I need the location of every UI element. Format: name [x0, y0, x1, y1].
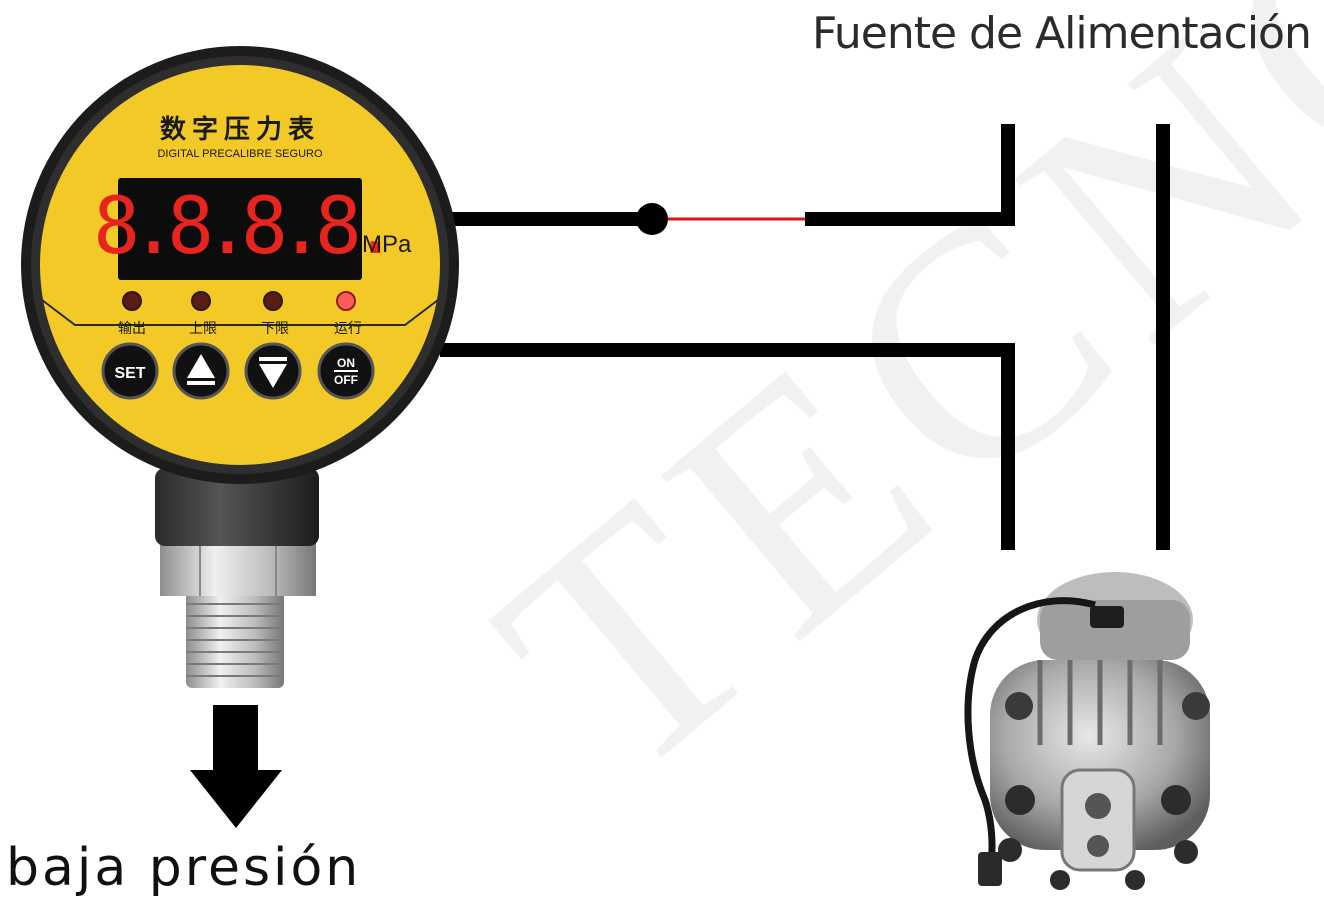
gauge-neck [155, 468, 319, 546]
unit-label: MPa [362, 231, 412, 258]
indicator-label-upper: 上限 [189, 321, 217, 337]
led-run-icon [336, 291, 356, 311]
wire-junction [636, 203, 668, 235]
led-upper-limit-icon [191, 291, 211, 311]
indicator-label-run: 运行 [334, 321, 362, 337]
display-window [118, 178, 362, 280]
led-lower-limit-icon [263, 291, 283, 311]
wire-top-right [805, 124, 1015, 226]
wiring [440, 124, 1170, 550]
pressure-gauge [21, 46, 459, 688]
indicator-label-lower: 下限 [261, 321, 289, 337]
display-readout: 8.8.8.8. [93, 182, 389, 272]
indicator-label-output: 输出 [118, 321, 146, 337]
wire-bottom [440, 343, 1015, 550]
power-supply-label: Fuente de Alimentación [812, 8, 1312, 59]
set-button-label: SET [114, 365, 145, 382]
led-output-icon [122, 291, 142, 311]
off-label: OFF [334, 373, 358, 387]
gauge-title: 数字压力表 [160, 114, 320, 145]
low-pressure-label: baja presión [6, 838, 362, 898]
down-arrow-icon [259, 364, 287, 388]
set-button[interactable] [101, 342, 159, 400]
on-label: ON [337, 356, 355, 370]
up-arrow-icon [187, 354, 215, 378]
pressure-arrow-icon [190, 705, 282, 828]
compressor-image [964, 572, 1210, 890]
gauge-hex-nut [160, 542, 316, 596]
panel-divider [41, 299, 439, 326]
gauge-subtitle: DIGITAL PRECALIBRE SEGURO [157, 148, 322, 160]
